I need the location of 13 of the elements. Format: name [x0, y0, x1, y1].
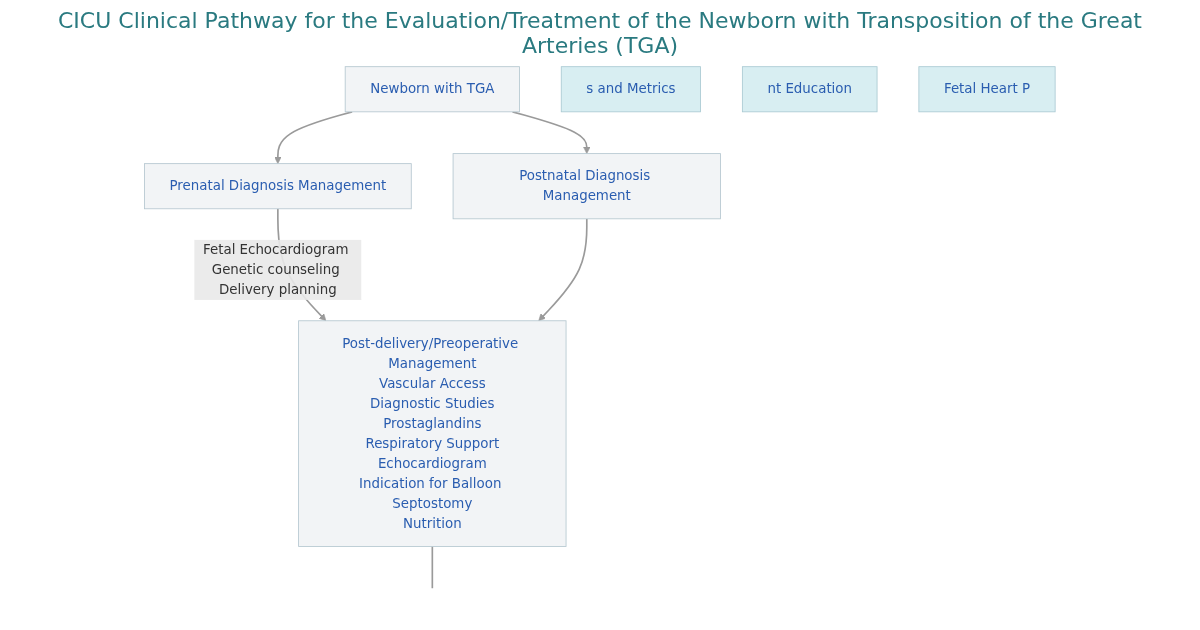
connector	[431, 545, 434, 590]
diagram-title: CICU Clinical Pathway for the Evaluation/Treatment of the Newborn with Transposition of the Great Arteries (TGA)	[57, 8, 1143, 58]
arrow	[274, 111, 354, 164]
node-box: Postnatal Diagnosis Management	[452, 153, 722, 220]
edge-label: Fetal Echocardiogram Genetic counseling Delivery planning	[203, 241, 349, 298]
node-box: Post-delivery/Preoperative Management Vascular Access Diagnostic Studies Prostaglandins Respiratory Support Echocardiogram Indication for Balloon Septostomy Nutrition	[298, 320, 567, 547]
arrow	[511, 111, 591, 154]
node-box: nt Education	[742, 66, 878, 113]
node-box: Fetal Heart P	[918, 66, 1056, 113]
arrow	[538, 217, 588, 322]
node-box: Prenatal Diagnosis Management	[144, 163, 412, 210]
node-box: s and Metrics	[561, 66, 702, 113]
node-box: Newborn with TGA	[344, 66, 521, 113]
